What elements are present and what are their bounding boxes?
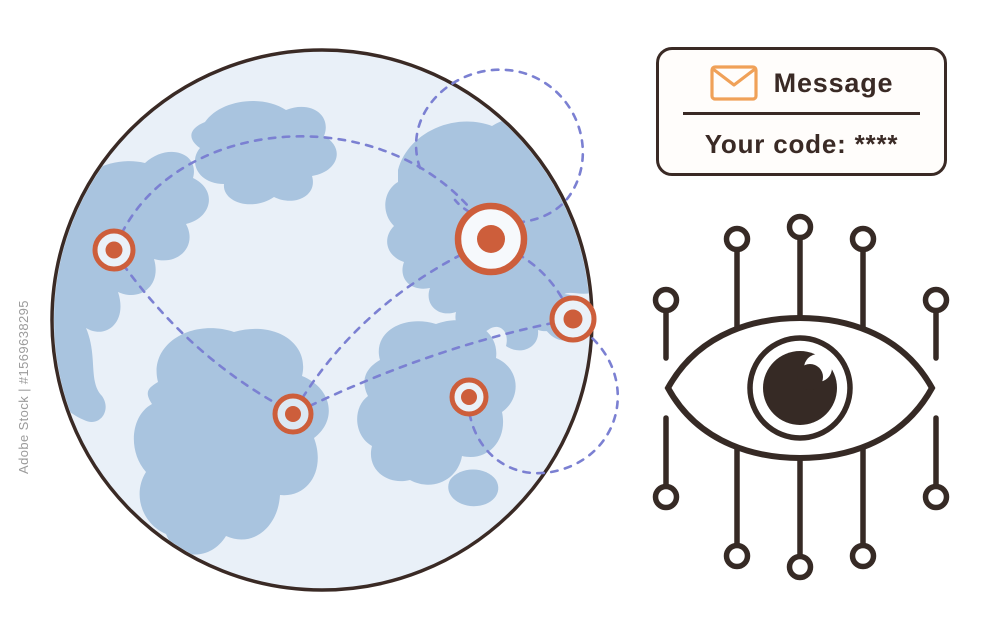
card-divider <box>683 112 920 115</box>
globe-illustration <box>50 48 619 592</box>
connection-line <box>295 318 570 414</box>
location-marker <box>449 377 489 417</box>
location-marker <box>92 228 136 272</box>
location-marker <box>272 393 314 435</box>
message-card: Message Your code: **** <box>656 47 947 176</box>
location-marker <box>549 295 597 343</box>
continent <box>448 469 499 507</box>
message-title: Message <box>773 67 894 98</box>
continent <box>54 152 209 422</box>
circuit-node <box>922 286 950 314</box>
circuit-node <box>652 286 680 314</box>
continent <box>133 328 329 555</box>
circuit-node <box>723 225 751 253</box>
circuit-lines-bottom <box>652 415 950 581</box>
connection-line <box>293 241 487 412</box>
circuit-node <box>786 553 814 581</box>
pupil <box>763 351 837 425</box>
connection-line <box>113 251 290 412</box>
circuit-lines-top <box>652 213 950 361</box>
envelope-icon <box>710 65 758 101</box>
message-card-header: Message <box>659 50 944 112</box>
circuit-node <box>849 225 877 253</box>
circuit-node <box>922 483 950 511</box>
orbit-path <box>466 320 619 475</box>
eye-surveillance-icon <box>652 213 950 581</box>
circuit-node <box>786 213 814 241</box>
circuit-node <box>652 483 680 511</box>
watermark: Adobe Stock | #1569638295 <box>16 300 31 474</box>
connection-line <box>114 135 490 248</box>
location-marker <box>454 202 528 276</box>
location-markers <box>92 202 597 435</box>
continent <box>191 100 337 205</box>
verification-code-text: Your code: **** <box>704 128 899 159</box>
circuit-node <box>723 542 751 570</box>
circuit-node <box>849 542 877 570</box>
continent <box>357 320 516 485</box>
